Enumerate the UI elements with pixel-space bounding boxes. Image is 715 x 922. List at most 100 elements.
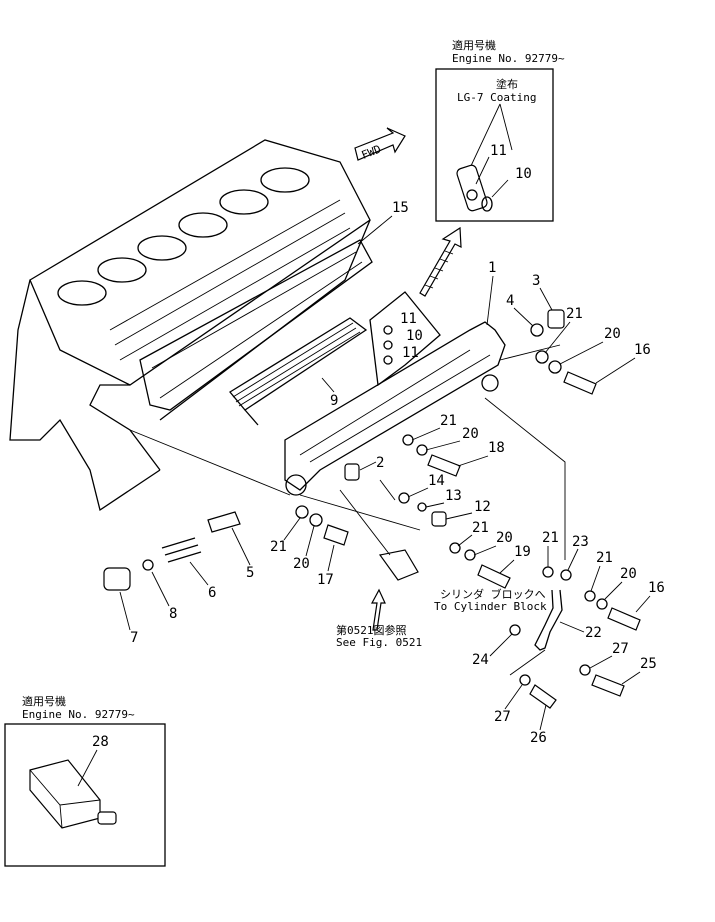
small-parts xyxy=(344,309,641,709)
plug-3 xyxy=(547,309,565,329)
inset-part-28-nozzle xyxy=(97,811,117,825)
callout-13: 13 xyxy=(445,488,462,504)
top-inset-frame xyxy=(435,68,554,222)
callout-24: 24 xyxy=(472,652,489,668)
direction-arrow-stripes xyxy=(424,250,454,289)
cylinder-bore-1 xyxy=(57,280,107,306)
leader-8 xyxy=(151,571,170,607)
callout-21a: 21 xyxy=(566,306,583,322)
bottom-inset: 適用号機 Engine No. 92779~ 28 xyxy=(4,694,166,867)
block-rib-lines xyxy=(109,199,351,361)
cover-port xyxy=(285,474,307,496)
nut-12 xyxy=(431,511,447,527)
leader-21b xyxy=(411,427,441,441)
callout-2: 2 xyxy=(376,455,384,471)
seal-ring-3 xyxy=(383,355,393,365)
washer-21e xyxy=(584,590,596,602)
ring-14 xyxy=(398,492,410,504)
callout-27a: 27 xyxy=(612,641,629,657)
washer-20c xyxy=(464,549,476,561)
inset-direction-arrow xyxy=(419,226,462,297)
cooler-core-outline xyxy=(229,317,368,411)
leader-12 xyxy=(445,512,473,520)
washer-27b xyxy=(519,674,531,686)
callout-20a: 20 xyxy=(604,326,621,342)
coating-leaders xyxy=(469,103,513,169)
seal-callout-box xyxy=(369,291,441,387)
see-fig-jp: 第0521図参照 xyxy=(336,623,407,637)
top-inset-applicability-jp: 適用号機 xyxy=(452,38,496,52)
bolt-19 xyxy=(477,564,511,589)
inset-callout-28: 28 xyxy=(92,734,109,750)
callout-18: 18 xyxy=(488,440,505,456)
block-left-side xyxy=(9,279,161,512)
notes: シリンダ ブロックへ To Cylinder Block 第0521図参照 Se… xyxy=(336,587,547,649)
callout-26: 26 xyxy=(530,730,547,746)
bolt-25 xyxy=(591,674,625,697)
spring-6 xyxy=(161,537,202,563)
callout-3: 3 xyxy=(532,273,540,289)
leader-23 xyxy=(567,548,579,571)
leader-3 xyxy=(539,287,553,311)
callout-16a: 16 xyxy=(634,342,651,358)
cylinder-bore-5 xyxy=(219,189,269,215)
callout-20c: 20 xyxy=(496,530,513,546)
leader-22 xyxy=(559,621,585,633)
washer-21f xyxy=(295,505,309,519)
bolt-18 xyxy=(427,454,461,477)
see-fig-note: See Fig. 0521 xyxy=(336,636,422,649)
engine-block xyxy=(9,139,371,512)
plug-7 xyxy=(103,567,131,591)
callout-6: 6 xyxy=(208,585,216,601)
o-ring-23 xyxy=(560,569,572,581)
callout-14: 14 xyxy=(428,473,445,489)
bolt-16a xyxy=(563,371,597,395)
gasket-8 xyxy=(142,559,154,571)
leader-24 xyxy=(489,633,513,657)
assembly-lines xyxy=(129,344,566,560)
callout-22: 22 xyxy=(585,625,602,641)
see-fig-arrow xyxy=(370,588,386,631)
leader-5 xyxy=(231,527,251,566)
cooler-cover xyxy=(284,321,506,496)
cylinder-bore-3 xyxy=(137,235,187,261)
callout-20e: 20 xyxy=(293,556,310,572)
leader-15 xyxy=(357,215,393,245)
bolt-26 xyxy=(529,684,557,709)
callout-25: 25 xyxy=(640,656,657,672)
callout-11b: 11 xyxy=(402,345,419,361)
leader-16a xyxy=(595,357,636,384)
callout-1: 1 xyxy=(488,260,496,276)
washer-21c xyxy=(449,542,461,554)
callout-16b: 16 xyxy=(648,580,665,596)
leader-20e xyxy=(305,525,315,557)
callout-15: 15 xyxy=(392,200,409,216)
callout-27b: 27 xyxy=(494,709,511,725)
cylinder-bore-6 xyxy=(260,167,310,193)
callout-20d: 20 xyxy=(620,566,637,582)
callout-4: 4 xyxy=(506,293,514,309)
inset-part-28-body xyxy=(29,759,101,829)
leader-19 xyxy=(499,559,515,574)
callout-21f: 21 xyxy=(270,539,287,555)
leader-20b xyxy=(425,440,461,451)
fwd-arrow: FWD xyxy=(354,127,406,162)
inset-o-ring xyxy=(466,189,478,201)
washer-21d xyxy=(542,566,554,578)
leader-6 xyxy=(189,561,209,586)
leader-26 xyxy=(539,704,547,731)
seal-box-outline xyxy=(369,291,441,387)
bottom-inset-engine-no: Engine No. 92779~ xyxy=(22,708,135,721)
leader-21f xyxy=(283,517,301,541)
cylinder-bore-4 xyxy=(178,212,228,238)
pipe-leader xyxy=(509,649,546,676)
callout-11a: 11 xyxy=(400,311,417,327)
pipe-22 xyxy=(534,589,563,651)
callout-8: 8 xyxy=(169,606,177,622)
coating-label: LG-7 Coating xyxy=(457,91,536,104)
top-inset: 適用号機 Engine No. 92779~ 塗布 LG-7 Coating 1… xyxy=(435,38,565,222)
block-front-face xyxy=(89,219,371,471)
leader-20c xyxy=(473,545,497,556)
bottom-inset-applicability-jp: 適用号機 xyxy=(22,694,66,708)
leader-14 xyxy=(407,487,429,498)
